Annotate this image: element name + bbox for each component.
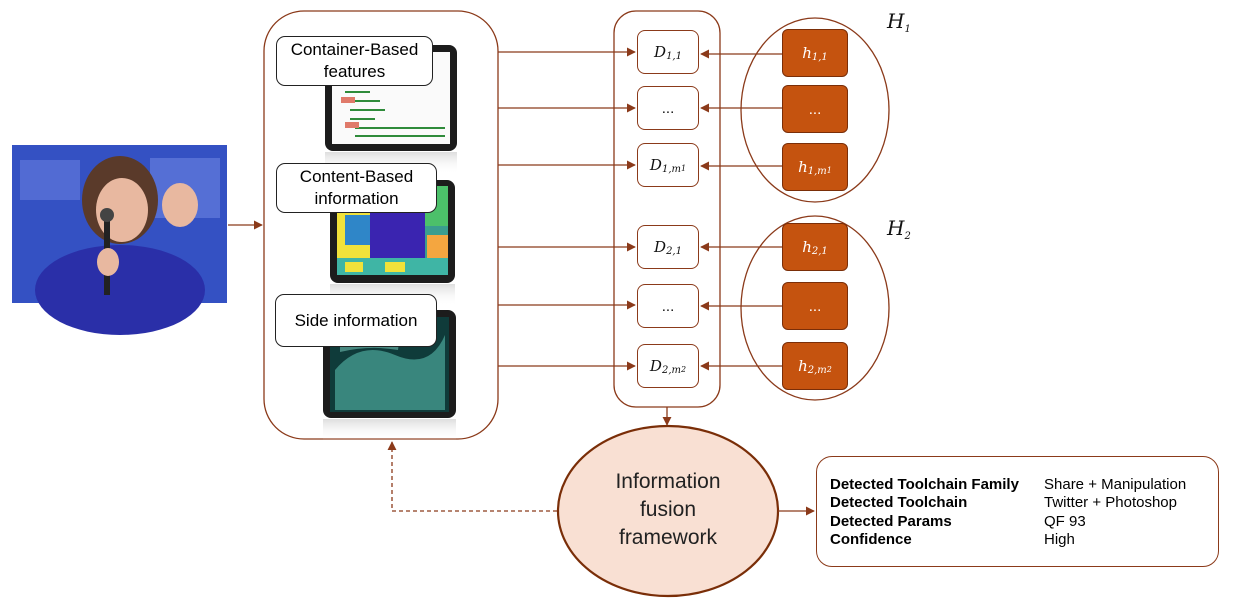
fusion-framework-label: Information fusion framework	[560, 468, 776, 552]
hypothesis-set-1-label: H1	[887, 9, 911, 35]
container-features-label: Container-Based features	[276, 36, 433, 86]
detector-2-ellipsis: ...	[637, 284, 699, 328]
hypothesis-set-2-ellipse	[740, 215, 890, 401]
input-photo	[12, 145, 227, 335]
result-key: Detected Toolchain Family	[830, 476, 1019, 493]
result-key: Detected Toolchain	[830, 494, 968, 511]
hypothesis-set-2-label: H2	[887, 216, 911, 242]
result-value: High	[1044, 531, 1075, 548]
fusion-line-2: fusion	[639, 498, 697, 521]
result-box: Detected Toolchain Family Share + Manipu…	[816, 456, 1219, 567]
content-features-label: Content-Based information	[276, 163, 437, 213]
result-value: QF 93	[1044, 513, 1086, 530]
result-value: Twitter + Photoshop	[1044, 494, 1177, 511]
result-key: Confidence	[830, 531, 912, 548]
hypothesis-set-1-ellipse	[740, 17, 890, 203]
fusion-line-3: framework	[618, 526, 718, 549]
result-value: Share + Manipulation	[1044, 476, 1187, 493]
result-key: Detected Params	[830, 513, 952, 530]
fusion-line-1: Information	[615, 470, 721, 493]
hypothesis-1-ellipsis: ...	[782, 85, 848, 133]
detector-1-ellipsis: ...	[637, 86, 699, 130]
side-information-label: Side information	[275, 294, 437, 347]
hypothesis-2-ellipsis: ...	[782, 282, 848, 330]
